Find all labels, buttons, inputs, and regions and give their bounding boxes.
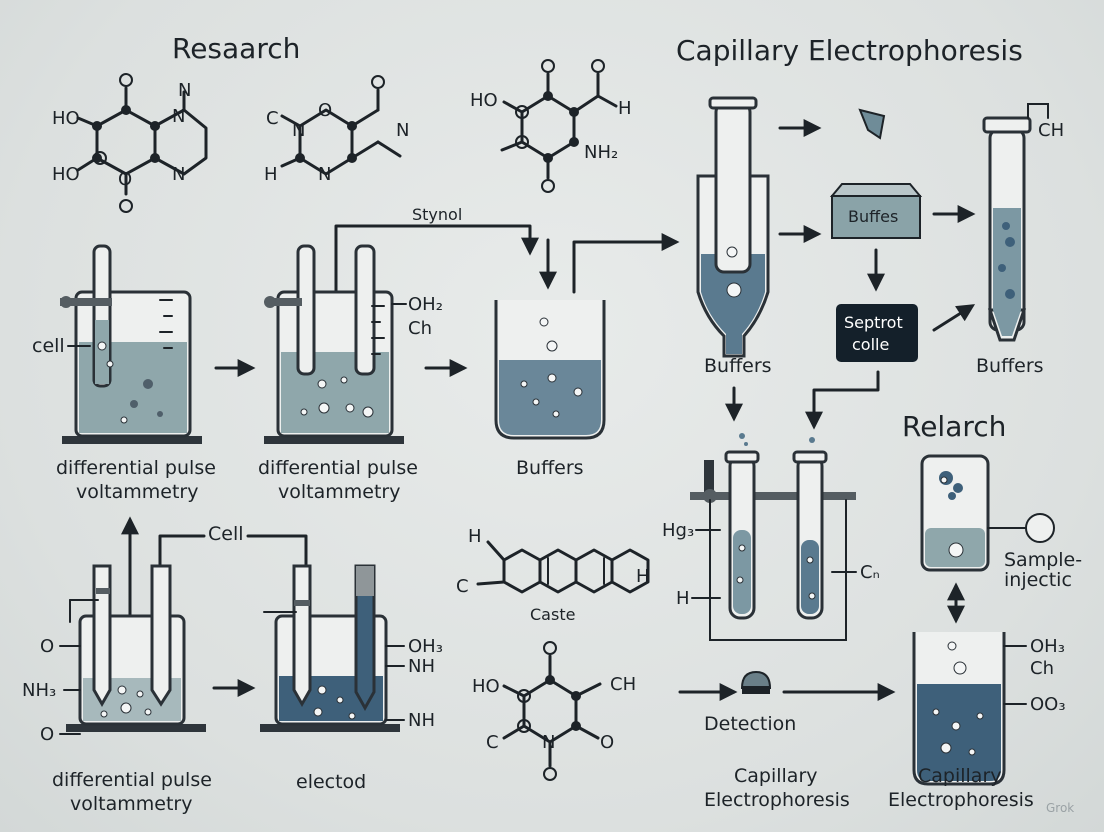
- title-capillary-electrophoresis: Capillary Electrophoresis: [676, 34, 1023, 67]
- beaker-cell-3: [66, 564, 206, 732]
- molecule-caste: [476, 540, 650, 594]
- sample-injection-vial: [920, 454, 1055, 572]
- septrot-box: Septrot colle: [836, 304, 918, 362]
- chem-label: OO₃: [1030, 694, 1066, 715]
- label-sample-line2: injectic: [1004, 569, 1072, 591]
- connector-cell: [158, 534, 206, 568]
- label-sample-line1: Sample-: [1004, 549, 1082, 571]
- label-cell: cell: [32, 335, 65, 357]
- arrow-to-funnel: [572, 233, 680, 294]
- chem-label: Ch: [408, 318, 432, 339]
- chem-label: OH₃: [1030, 636, 1065, 657]
- arrow-right: [932, 304, 976, 332]
- chem-label: HO: [472, 676, 500, 697]
- title-research: Resaarch: [172, 32, 300, 65]
- title-relarch: Relarch: [902, 410, 1006, 443]
- chem-label: CH: [610, 674, 636, 695]
- watermark: Grok: [1046, 801, 1074, 815]
- label-ce-bottom-2-line2: Electrophoresis: [888, 789, 1034, 811]
- label-buffers-tube: Buffers: [976, 355, 1044, 377]
- sample-chip-icon: [858, 108, 886, 140]
- chem-label: N: [172, 164, 185, 185]
- chem-label: H: [618, 98, 632, 119]
- chem-label: Cₙ: [860, 562, 880, 583]
- molecule-5: [502, 641, 602, 781]
- chem-label: NH₃: [22, 680, 56, 701]
- label-electod: electod: [296, 771, 366, 793]
- beaker-cell-2: [264, 244, 404, 444]
- chem-label: OH₂: [408, 294, 443, 315]
- molecule-1: HO HO N N N O: [52, 73, 208, 213]
- label-caste: Caste: [530, 605, 575, 624]
- chem-label: N: [542, 732, 555, 753]
- chem-label: O: [318, 100, 332, 121]
- label-stynol: Stynol: [412, 205, 462, 224]
- molecule-3: HO H NH₂: [470, 59, 632, 193]
- chem-label: O: [600, 732, 614, 753]
- chem-label: NH: [408, 710, 435, 731]
- connector-stynol: [334, 224, 539, 302]
- beaker-electrode: [260, 564, 400, 732]
- chem-label: C: [456, 576, 469, 597]
- final-beaker: [912, 632, 1006, 786]
- label-dpv-1-line1: differential pulse: [56, 457, 216, 479]
- label-ce-bottom-1-line2: Electrophoresis: [704, 789, 850, 811]
- tube-right: [982, 103, 1049, 342]
- chem-label: N: [292, 120, 305, 141]
- chem-label: C: [486, 732, 499, 753]
- chem-label: H: [676, 588, 690, 609]
- label-detection: Detection: [704, 713, 796, 735]
- label-dpv-3-line1: differential pulse: [52, 769, 212, 791]
- test-tube-rack: [690, 433, 856, 641]
- label-buffes: Buffes: [848, 207, 898, 226]
- label-dpv-1-line2: voltammetry: [76, 481, 198, 503]
- label-dpv-3-line2: voltammetry: [70, 793, 192, 815]
- chem-label: N: [172, 106, 185, 127]
- chem-label: CH: [1038, 120, 1064, 141]
- chem-label: N: [178, 80, 191, 101]
- buffes-box: Buffes: [829, 183, 923, 239]
- label-ce-bottom-1-line1: Capillary: [734, 765, 818, 787]
- chem-label: H: [264, 164, 278, 185]
- beaker-cell-1: [60, 244, 202, 444]
- chem-label: OH₃: [408, 636, 443, 657]
- chem-label: O: [40, 724, 54, 745]
- chem-label: N: [318, 164, 331, 185]
- label-ce-bottom-2-line1: Capillary: [918, 765, 1002, 787]
- chem-label: NH₂: [584, 142, 618, 163]
- chem-label: HO: [52, 108, 80, 129]
- label-septrot-line1: Septrot: [844, 313, 903, 332]
- connector-cell: [246, 534, 308, 568]
- chem-label: N: [396, 120, 409, 141]
- connector-septrot: [805, 370, 880, 430]
- label-dpv-2-line1: differential pulse: [258, 457, 418, 479]
- chem-label: H: [468, 526, 482, 547]
- label-cell-top: Cell: [208, 523, 244, 545]
- label-buffers-funnel: Buffers: [704, 355, 772, 377]
- label-dpv-2-line2: voltammetry: [278, 481, 400, 503]
- chem-label: Hg₃: [662, 520, 694, 541]
- beaker-buffers: [494, 300, 606, 440]
- chem-label: Ch: [1030, 658, 1054, 679]
- funnel-apparatus: [696, 96, 770, 358]
- chem-label: H: [636, 566, 650, 587]
- chem-label: C: [266, 108, 279, 129]
- chem-label: HO: [52, 164, 80, 185]
- molecule-2: C N O N H N: [264, 75, 409, 185]
- label-septrot-line2: colle: [852, 335, 889, 354]
- chem-label: HO: [470, 90, 498, 111]
- chem-label: O: [40, 636, 54, 657]
- label-buffers-beaker: Buffers: [516, 457, 584, 479]
- chem-label: NH: [408, 656, 435, 677]
- chem-label: O: [118, 169, 132, 190]
- detector-icon: [740, 670, 772, 694]
